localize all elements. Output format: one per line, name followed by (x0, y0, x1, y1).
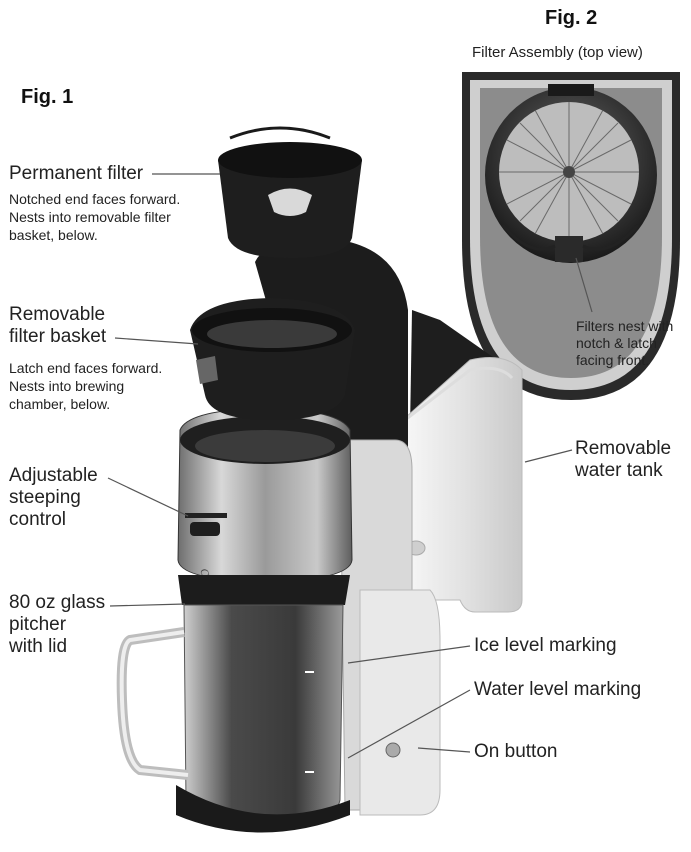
label-line: water tank (575, 460, 663, 481)
fig2-title: Fig. 2 (545, 7, 598, 29)
label-line: control (9, 509, 67, 530)
fig2-note-line: facing front. (576, 352, 650, 368)
pitcher-label: 80 oz glass pitcher with lid (9, 592, 105, 658)
label-line: steeping (9, 487, 81, 508)
fig2-note: Filters nest with notch & latch facing f… (576, 318, 673, 369)
permanent-filter-desc: Notched end faces forward. Nests into re… (9, 190, 180, 244)
label-line: 80 oz glass (9, 592, 106, 613)
filter-assembly-top-view (462, 72, 680, 400)
fig2-note-line: notch & latch (576, 335, 657, 351)
label-line: filter basket (9, 326, 107, 347)
permanent-filter (218, 126, 362, 258)
water-tank-label: Removable water tank (575, 438, 671, 482)
leader-lines (107, 173, 593, 759)
brewing-chamber: Capresso (177, 407, 353, 610)
label-line: pitcher (9, 614, 67, 635)
permanent-filter-label: Permanent filter (9, 163, 144, 184)
desc-line: Nests into brewing (9, 378, 125, 394)
filter-basket-desc: Latch end faces forward. Nests into brew… (9, 359, 162, 413)
fig2-note-line: Filters nest with (576, 318, 674, 334)
label-line: Adjustable (9, 465, 98, 486)
steeping-control-label: Adjustable steeping control (9, 465, 98, 531)
desc-line: basket, below. (9, 227, 98, 243)
desc-line: Nests into removable filter (9, 209, 171, 225)
filter-basket (190, 298, 355, 420)
desc-line: Notched end faces forward. (9, 191, 181, 207)
label-line: Removable (9, 304, 106, 325)
fig2-caption: Filter Assembly (top view) (472, 44, 643, 61)
water-level-label: Water level marking (474, 679, 642, 700)
filter-basket-label: Removable filter basket (9, 304, 106, 348)
water-tank (404, 310, 523, 613)
ice-level-label: Ice level marking (474, 635, 617, 656)
label-line: Removable (575, 438, 672, 459)
glass-pitcher (116, 575, 350, 833)
desc-line: chamber, below. (9, 396, 111, 412)
label-line: with lid (9, 636, 68, 657)
on-button-label: On button (474, 741, 558, 762)
desc-line: Latch end faces forward. (9, 360, 163, 376)
fig1-title: Fig. 1 (21, 86, 74, 108)
